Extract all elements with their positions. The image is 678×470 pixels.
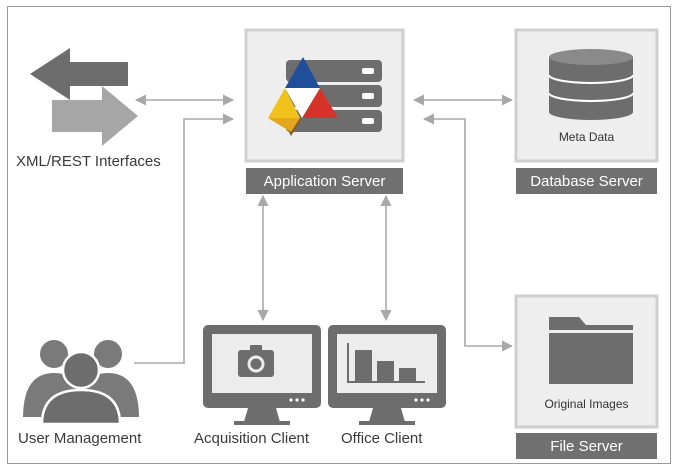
acq-client-label: Acquisition Client xyxy=(194,430,310,447)
monitor-chart-icon xyxy=(328,325,446,425)
db-server-node: Meta Data Database Server xyxy=(514,28,659,194)
app-server-node: Application Server xyxy=(244,28,405,194)
monitor-camera-icon xyxy=(203,325,321,425)
db-server-label-bar xyxy=(516,168,657,194)
app-server-label: Application Server xyxy=(264,173,386,190)
connector-user-app xyxy=(134,113,235,364)
database-icon xyxy=(548,49,634,120)
file-server-label: File Server xyxy=(550,438,623,455)
interfaces-label: XML/REST Interfaces xyxy=(16,153,161,170)
user-mgmt-label: User Management xyxy=(18,430,142,447)
users-group-icon xyxy=(20,338,142,426)
acq-client-node: Acquisition Client xyxy=(194,325,321,447)
connectors xyxy=(134,94,514,364)
file-server-label-bar xyxy=(516,433,657,459)
app-server-label-bar xyxy=(246,168,403,194)
office-client-node: Office Client xyxy=(328,325,446,447)
interfaces-node: XML/REST Interfaces xyxy=(16,48,161,170)
user-mgmt-node: User Management xyxy=(18,338,142,447)
server-stack-with-logo-icon xyxy=(268,57,382,136)
db-inner-label: Meta Data xyxy=(559,130,615,144)
logo-icon xyxy=(268,57,338,136)
file-inner-label: Original Images xyxy=(544,397,628,411)
file-server-node: Original Images File Server xyxy=(514,294,659,459)
bidirectional-arrows-icon xyxy=(30,48,138,146)
connector-app-file xyxy=(422,113,514,352)
db-server-label: Database Server xyxy=(530,173,643,190)
folder-icon xyxy=(549,317,633,384)
office-client-label: Office Client xyxy=(341,430,423,447)
